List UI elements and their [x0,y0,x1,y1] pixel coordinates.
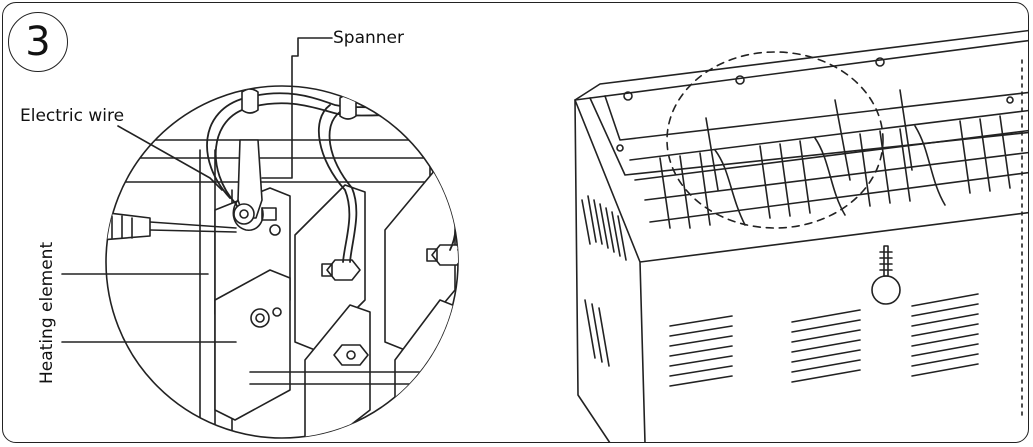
front-vent-middle [791,309,861,383]
spanner-label: Spanner [333,28,404,48]
electric-wire-leader-line [117,125,223,191]
front-vent-right [911,293,979,377]
front-knob [871,275,901,305]
heating-element-middle [294,184,371,438]
casing-outline [574,39,1029,443]
step-number: 3 [25,19,51,65]
screwdriver-icon [106,211,237,241]
spanner-leader-line [261,37,333,179]
heating-element-row [629,89,1029,229]
front-vent-left [669,315,733,387]
front-screw [883,245,889,277]
step-number-badge: 3 [8,12,68,72]
heating-element-left [214,187,291,421]
heating-element-label: Heating element [37,241,57,384]
side-vent [581,195,627,367]
electric-wire-label: Electric wire [20,106,125,126]
detail-highlight-circle [666,51,884,229]
spanner-icon [232,139,264,231]
